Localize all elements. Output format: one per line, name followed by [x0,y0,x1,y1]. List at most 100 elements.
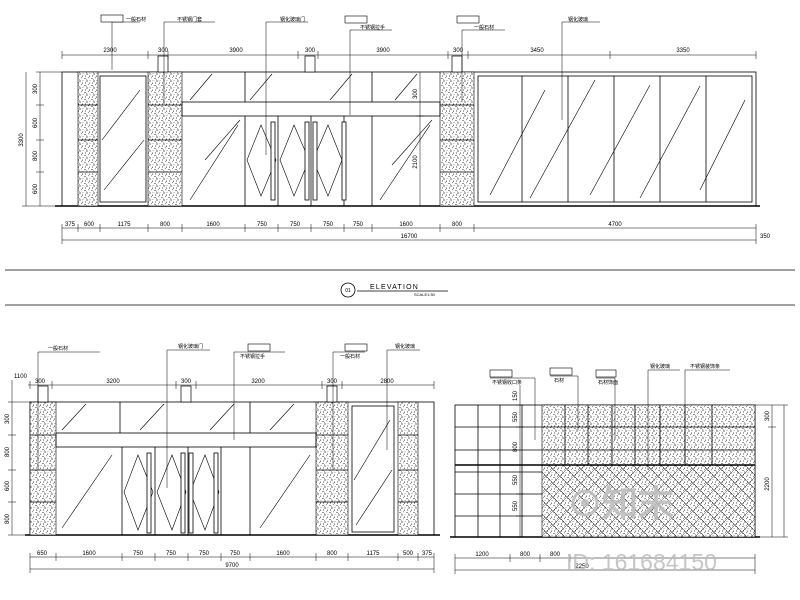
elev1-door-diamonds [246,124,343,197]
elev2-bottom-dim: 800 [327,551,338,557]
elev3-left-dim-chain [516,385,524,537]
elev2-top-dim: 300 [327,379,338,385]
elev3-callout-label: 石材 [554,377,564,384]
elev1-glass-panel-left [99,75,147,203]
elev2-left-dim: 800 [5,513,11,524]
elev3-left-dim: 800 [513,441,519,452]
elev1-bottom-dim: 750 [353,222,364,228]
elev1-bottom-dim: 375 [65,222,76,228]
elev1-callout-tag [456,15,480,24]
elev1-bottom-dim-chain [61,224,757,244]
elev2-callout-label: 钢化玻璃门 [178,343,203,350]
elev1-end-dim: 350 [760,234,771,240]
elev3-left-dim: 550 [513,500,519,511]
elev1-bottom-dim: 800 [160,222,171,228]
elev2-total-dim: 9700 [225,563,239,569]
elev3-callout-label: 石材饰面 [598,379,618,386]
elev3-right-dim-chain [755,404,788,538]
elev2-lower-glass-hatch [61,454,311,529]
title-scale: SCALE1:50 [414,292,436,297]
elev1-top-dim: 3900 [376,48,390,54]
elev2-bottom-dim: 750 [230,551,241,557]
elev2-wall-caps [37,385,338,403]
elev1-bottom-dim: 750 [290,222,301,228]
elev1-callout-label: 不锈钢门套 [177,16,202,23]
elev1-left-dim-chain [22,71,62,207]
elev2-bottom-dim: 500 [403,551,414,557]
elev1-inner-dim [416,72,424,206]
title-text: ELEVATION [370,284,419,291]
elev1-left-dim: 600 [33,117,39,128]
elev1-callout-tag [344,15,368,24]
elev1-bottom-dim: 4700 [608,222,622,228]
elev1-right-dim: 2100 [413,155,419,169]
elev1-door-pulls [270,121,347,201]
elev1-wall-caps [157,55,463,73]
elev2-bottom-dim: 750 [133,551,144,557]
elev1-callout-tag [100,14,124,23]
elev2-bottom-dim: 1175 [367,551,381,557]
elevation-1: 2300 300 3900 300 3900 300 3450 3350 一般石… [19,14,771,244]
elev3-lattice-overlay [542,465,755,537]
elev2-bottom-dim: 1600 [82,551,96,557]
elev3-bottom-dim: 800 [550,552,561,558]
title-block: 01 ELEVATION SCALE1:50 [340,282,448,298]
elev3-right-dim: 300 [765,410,771,421]
elev2-bottom-dim-chain [29,553,435,573]
elev1-top-dim: 3450 [530,48,544,54]
elev3-callout-leaders [490,369,730,470]
elev1-left-dim: 600 [33,183,39,194]
elev2-left-dim: 300 [5,413,11,424]
elev2-top-dim-chain [28,381,435,389]
elev2-glass-panel-right [351,405,395,533]
elev1-bottom-dim: 1175 [118,222,132,228]
elev3-callout-label: 钢化玻璃 [650,363,670,370]
elev1-top-dim: 300 [453,48,464,54]
elev2-left-dim: 800 [5,446,11,457]
elev1-upper-glass-hatch [189,73,418,101]
elev2-bottom-dim: 1600 [276,551,290,557]
elev1-right-glass-hatch [489,79,746,199]
elev2-upper-glass-hatch [61,403,295,431]
elev1-top-dim: 300 [305,48,316,54]
elev2-top-dim: 3200 [106,379,120,385]
elev1-callout-label: 一般石材 [474,24,494,31]
elev1-stone-col-2 [439,71,475,207]
elev1-lower-glass-hatch [189,119,433,201]
elev1-top-dim: 300 [158,48,169,54]
elev1-bottom-dim: 800 [452,222,463,228]
elev2-top-dim: 300 [181,379,192,385]
elev2-door-pulls [146,452,219,534]
elev2-bottom-dim: 375 [422,551,433,557]
elev2-bottom-dim: 650 [37,551,48,557]
elev1-callout-label: 钢化玻璃 [568,16,588,23]
elev1-transom [181,101,441,117]
elev1-left-dim: 300 [33,83,39,94]
title-number: 01 [345,288,351,294]
elev2-callout-tag [344,343,368,352]
elev2-callout-label: 一般石材 [340,353,360,360]
elev2-bottom-dim: 750 [166,551,177,557]
elev1-total-dim: 16700 [401,234,418,240]
elev2-left-dim: 600 [5,480,11,491]
elev3-bottom-dim: 1200 [475,552,489,558]
elev1-callout-label: 不锈钢拉手 [360,24,385,31]
elev1-glass-wall-right [477,75,753,203]
elev2-top-dim: 3200 [251,379,265,385]
elev1-stone-col-1 [147,71,183,207]
elev1-callout-leaders [111,21,600,155]
elev1-stone-left-edge [77,71,99,207]
elev1-bottom-dim: 600 [84,222,95,228]
elev2-transom [55,432,317,448]
elev2-stone-col-1 [29,401,57,536]
elev2-top-dim: 2800 [380,379,394,385]
elev3-left-grid [455,405,542,537]
elev2-left-top-dim: 1100 [14,374,28,380]
elev1-left-total: 3300 [19,133,25,147]
elev1-top-dim: 2300 [103,48,117,54]
elev2-callout-leaders [37,349,420,488]
elev3-callout-tag [595,369,617,378]
elev2-bottom-dim: 750 [199,551,210,557]
elev2-door-diamonds [123,454,220,531]
